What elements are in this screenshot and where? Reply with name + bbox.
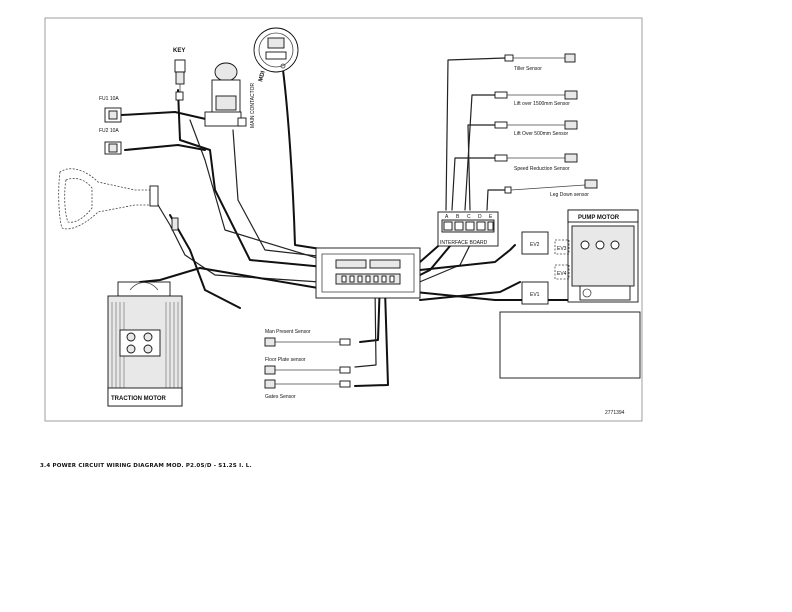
man-present-label: Man Present Sensor <box>265 329 311 335</box>
pump-motor-label: PUMP MOTOR <box>578 215 620 221</box>
conn-b-label: B <box>456 214 460 220</box>
main-contactor <box>204 62 247 127</box>
ev4-valve <box>554 264 570 280</box>
key-switch <box>174 59 186 101</box>
ev3-label: EV3 <box>557 246 567 252</box>
fuse-fu1 <box>104 107 122 123</box>
figure-caption: 3.4 POWER CIRCUIT WIRING DIAGRAM MOD. P2… <box>40 463 252 469</box>
leg-down-sensor <box>504 179 598 194</box>
lift-1500-label: Lift over 1500mm Sensor <box>514 101 570 107</box>
ev1-valve <box>521 281 549 305</box>
tiller-sensor <box>504 53 576 63</box>
traction-motor-label: TRACTION MOTOR <box>111 396 167 402</box>
man-present-sensor <box>264 337 351 347</box>
ev4-label: EV4 <box>557 271 567 277</box>
drawing-number: 2771394 <box>605 410 625 416</box>
lift-500-label: Lift Over 500mm Sensor <box>514 131 569 137</box>
fuse-fu2 <box>104 141 122 155</box>
mdi-display <box>253 27 299 73</box>
ev3-valve <box>554 239 570 255</box>
conn-c-label: C <box>467 214 471 220</box>
ev2-label: EV2 <box>530 242 540 248</box>
interface-board-label: INTERFACE BOARD <box>440 240 488 246</box>
main-contactor-label: MAIN CONTACTOR <box>250 83 256 128</box>
key-label: KEY <box>173 48 185 54</box>
ev1-label: EV1 <box>530 292 540 298</box>
fu1-label: FU1 10A <box>99 96 119 102</box>
gates-label: Gates Sensor <box>265 394 296 400</box>
pump-motor <box>499 209 641 379</box>
leg-down-label: Leg Down sensor <box>550 192 589 198</box>
conn-a-label: A <box>445 214 449 220</box>
lift-1500-sensor <box>494 90 578 100</box>
fu2-label: FU2 10A <box>99 128 119 134</box>
floor-plate-sensor <box>264 365 351 375</box>
controller <box>315 247 421 299</box>
gates-sensor <box>264 379 351 389</box>
conn-e-label: E <box>489 214 493 220</box>
ev2-valve <box>521 231 549 255</box>
lift-500-sensor <box>494 120 578 130</box>
conn-d-label: D <box>478 214 482 220</box>
traction-motor <box>107 281 183 407</box>
tiller-sensor-label: Tiller Sensor <box>514 66 542 72</box>
mdi-label: MDI <box>258 70 267 82</box>
floor-plate-label: Floor Plate sensor <box>265 357 306 363</box>
speed-reduction-sensor <box>494 153 578 163</box>
speed-reduction-label: Speed Reduction Sensor <box>514 166 570 172</box>
tiller-handle <box>58 168 179 231</box>
interface-board <box>437 211 499 247</box>
